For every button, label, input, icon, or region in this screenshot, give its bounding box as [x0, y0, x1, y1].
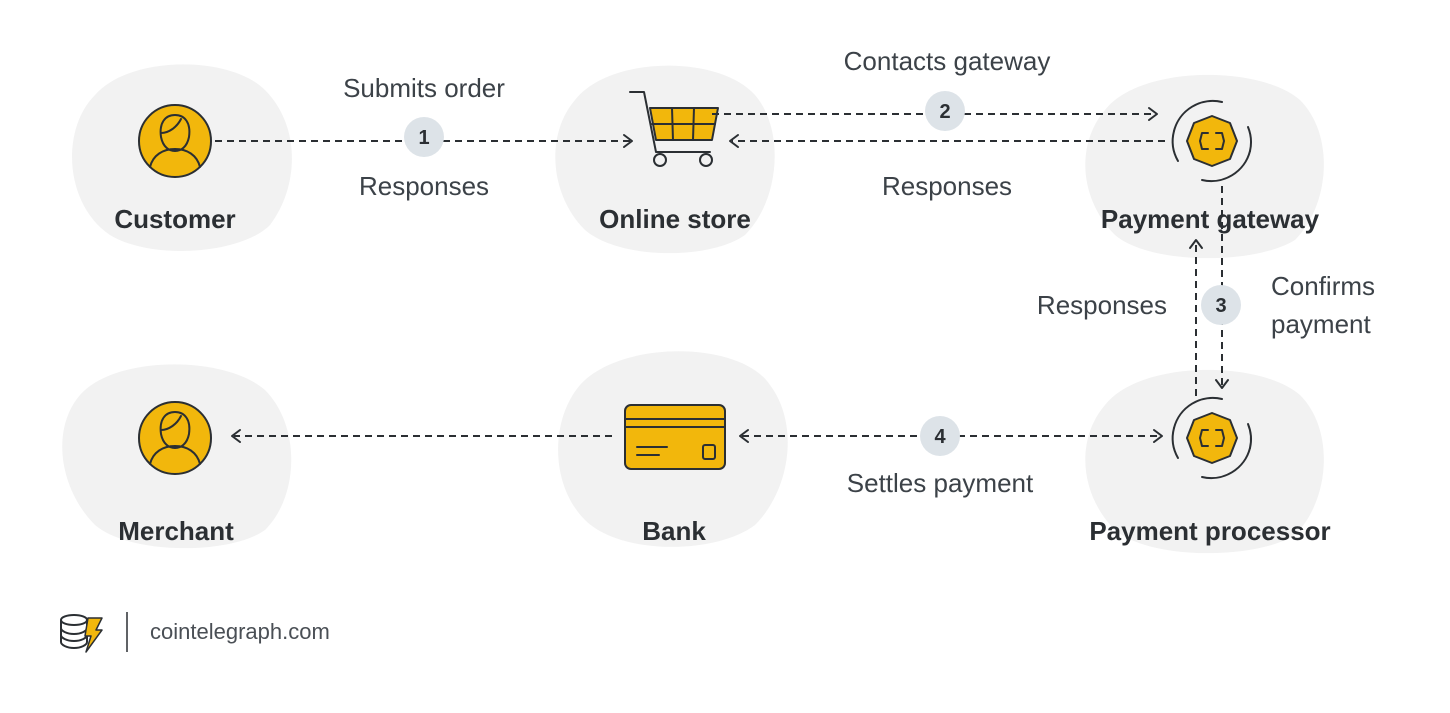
node-label-customer: Customer [114, 204, 235, 234]
arrow-gateway-to-store [729, 134, 1165, 148]
shopping-cart-icon [629, 91, 719, 167]
step-badge-4: 4 [920, 416, 960, 456]
payment-gateway-cycle-coin-icon [1171, 99, 1252, 183]
merchant-person-icon [138, 401, 212, 475]
payment-processor-cycle-coin-icon [1171, 396, 1252, 480]
edge-label-confirms: Confirms [1271, 271, 1375, 301]
step-badge-3: 3 [1201, 285, 1241, 325]
footer-brand-text: cointelegraph.com [150, 619, 330, 644]
edge-label-payment: payment [1271, 309, 1371, 339]
edge-label-responses-3: Responses [1037, 290, 1167, 320]
node-label-payment-gateway: Payment gateway [1101, 204, 1320, 234]
node-label-bank: Bank [642, 516, 706, 546]
svg-text:4: 4 [934, 426, 946, 448]
edge-label-submits-order: Submits order [343, 73, 505, 103]
cointelegraph-logo-icon [60, 614, 103, 653]
step-badge-2: 2 [925, 91, 965, 131]
arrow-processor-to-gateway [1189, 239, 1203, 396]
arrow-bank-to-merchant [231, 429, 612, 443]
step-badge-1: 1 [404, 117, 444, 157]
customer-person-icon [138, 104, 212, 178]
edge-label-responses-1: Responses [359, 171, 489, 201]
svg-text:3: 3 [1215, 295, 1226, 317]
edge-label-settles-payment: Settles payment [847, 468, 1034, 498]
payment-gateway-blob [1085, 74, 1324, 259]
node-label-online-store: Online store [599, 204, 751, 234]
node-label-merchant: Merchant [118, 516, 234, 546]
edge-label-contacts-gateway: Contacts gateway [844, 46, 1051, 76]
credit-card-icon [624, 404, 726, 470]
svg-text:1: 1 [418, 127, 429, 149]
node-label-payment-processor: Payment processor [1089, 516, 1330, 546]
edge-label-responses-2: Responses [882, 171, 1012, 201]
svg-text:2: 2 [939, 101, 950, 123]
payment-processor-blob [1085, 369, 1324, 554]
